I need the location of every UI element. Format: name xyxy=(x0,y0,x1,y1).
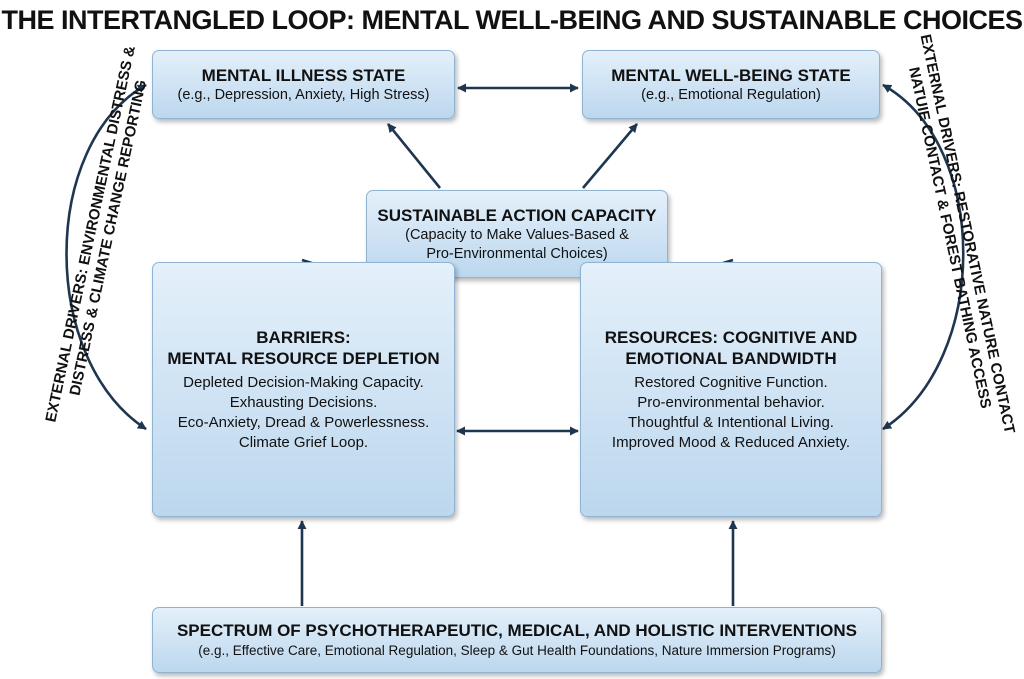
barriers-item: Climate Grief Loop. xyxy=(238,433,369,451)
mental-wellbeing-subtitle: (e.g., Emotional Regulation) xyxy=(641,86,821,103)
diagram-title: THE INTERTANGLED LOOP: MENTAL WELL-BEING… xyxy=(1,5,1023,35)
arrow-action-to-illness xyxy=(386,123,442,189)
mental-illness-title: MENTAL ILLNESS STATE xyxy=(201,65,406,85)
mental-illness-subtitle: (e.g., Depression, Anxiety, High Stress) xyxy=(177,86,430,103)
resources-title-line-1: RESOURCES: COGNITIVE AND xyxy=(604,327,858,347)
interventions-title: SPECTRUM OF PSYCHOTHERAPEUTIC, MEDICAL, … xyxy=(176,621,858,640)
barriers-title-line-1: BARRIERS: xyxy=(256,327,351,347)
resources-title-line-2: EMOTIONAL BANDWIDTH xyxy=(625,348,837,368)
sustainable-action-line-1: (Capacity to Make Values-Based & xyxy=(405,226,629,243)
mental-illness-state-box: MENTAL ILLNESS STATE (e.g., Depression, … xyxy=(152,50,455,119)
arrow-left-driver-curve xyxy=(65,83,147,431)
resources-item: Thoughtful & Intentional Living. xyxy=(628,413,834,431)
arrow-right-driver-curve xyxy=(882,83,965,431)
barriers-title-line-2: MENTAL RESOURCE DEPLETION xyxy=(167,348,440,368)
resources-item: Restored Cognitive Function. xyxy=(634,373,828,391)
barriers-item: Depleted Decision-Making Capacity. xyxy=(183,373,424,391)
arrow-action-to-wellbeing xyxy=(582,123,638,189)
interventions-box: SPECTRUM OF PSYCHOTHERAPEUTIC, MEDICAL, … xyxy=(152,607,882,673)
resources-box: RESOURCES: COGNITIVE AND EMOTIONAL BANDW… xyxy=(580,262,882,517)
resources-item: Improved Mood & Reduced Anxiety. xyxy=(611,433,851,451)
sustainable-action-line-2: Pro-Environmental Choices) xyxy=(426,245,608,262)
barriers-box: BARRIERS: MENTAL RESOURCE DEPLETION Depl… xyxy=(152,262,455,517)
mental-wellbeing-state-box: MENTAL WELL-BEING STATE (e.g., Emotional… xyxy=(582,50,880,119)
resources-item: Pro-environmental behavior. xyxy=(637,393,825,411)
barriers-item: Exhausting Decisions. xyxy=(229,393,378,411)
barriers-item: Eco-Anxiety, Dread & Powerlessness. xyxy=(177,413,430,431)
mental-wellbeing-title: MENTAL WELL-BEING STATE xyxy=(611,65,851,85)
interventions-subtitle: (e.g., Effective Care, Emotional Regulat… xyxy=(198,643,836,658)
sustainable-action-title: SUSTAINABLE ACTION CAPACITY xyxy=(377,205,657,225)
